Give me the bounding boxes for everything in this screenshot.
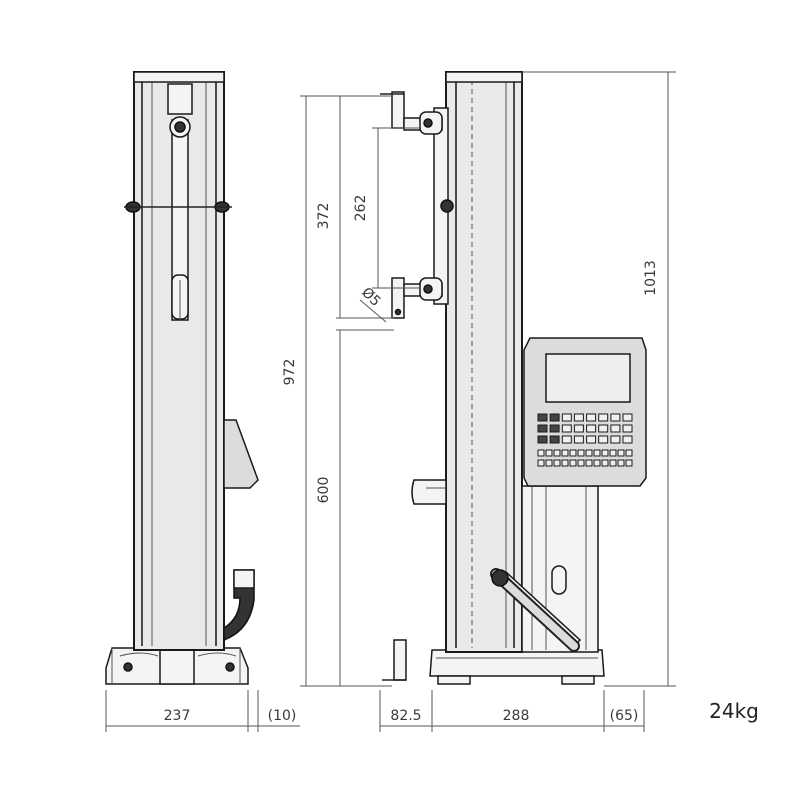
- keypad-key: [601, 449, 609, 457]
- keypad-key: [561, 459, 569, 467]
- keypad-key: [569, 449, 577, 457]
- keypad-key: [573, 424, 584, 433]
- side-shelf: [411, 479, 447, 505]
- dim-total-height: 1013: [643, 260, 659, 296]
- keypad-key: [537, 459, 545, 467]
- upper-probe-arm: [380, 91, 443, 135]
- keypad-key: [553, 449, 561, 457]
- keypad-key: [553, 459, 561, 467]
- keypad-key: [609, 459, 617, 467]
- keypad-key: [561, 435, 572, 444]
- keypad-key: [569, 459, 577, 467]
- keypad-key: [537, 424, 548, 433]
- keypad-key: [537, 449, 545, 457]
- lower-probe-arm: [391, 277, 443, 319]
- front-display-side: [223, 419, 259, 489]
- side-dimensions: 1013 972 372 600 262 Ø5 82.5 288 (65): [282, 71, 676, 732]
- keypad-key: [610, 435, 621, 444]
- keypad-key: [577, 449, 585, 457]
- dim-front-width: 237: [164, 708, 191, 724]
- keypad-key: [598, 413, 609, 422]
- keypad-key: [586, 435, 597, 444]
- keypad-key: [617, 459, 625, 467]
- weight-label: 24kg: [709, 699, 759, 723]
- keypad-key: [585, 459, 593, 467]
- keypad-key: [586, 424, 597, 433]
- dim-travel-range: 972: [282, 359, 298, 386]
- keypad-key: [585, 449, 593, 457]
- keypad-key: [586, 413, 597, 422]
- keypad: [537, 413, 633, 467]
- keypad-key: [601, 459, 609, 467]
- front-dimensions: 237 (10): [105, 690, 300, 732]
- keypad-key: [610, 424, 621, 433]
- keypad-key: [610, 413, 621, 422]
- keypad-key: [625, 459, 633, 467]
- dim-upper-range: 372: [316, 203, 332, 230]
- dim-lower-range: 600: [316, 477, 332, 504]
- side-clamp-knob: [440, 199, 454, 213]
- keypad-key: [593, 459, 601, 467]
- keypad-key: [561, 413, 572, 422]
- keypad-key: [625, 449, 633, 457]
- keypad-key: [545, 459, 553, 467]
- keypad-key: [561, 424, 572, 433]
- keypad-key: [622, 435, 633, 444]
- keypad-key: [549, 413, 560, 422]
- keypad-key: [545, 449, 553, 457]
- side-base: [429, 649, 605, 677]
- keypad-key: [549, 424, 560, 433]
- dim-side-offset: (65): [610, 708, 639, 724]
- keypad-key: [622, 424, 633, 433]
- dim-front-offset: (10): [268, 708, 297, 724]
- keypad-key: [537, 413, 548, 422]
- bottom-probe: [393, 639, 407, 681]
- front-view: [105, 71, 259, 685]
- dim-side-base: 288: [503, 708, 530, 724]
- display-unit: [523, 337, 647, 487]
- keypad-key: [549, 435, 560, 444]
- dim-side-probe: 82.5: [390, 708, 421, 724]
- side-view: [380, 71, 647, 685]
- keypad-key: [537, 435, 548, 444]
- keypad-key: [573, 413, 584, 422]
- keypad-key: [598, 424, 609, 433]
- side-column: [445, 71, 523, 653]
- keypad-key: [561, 449, 569, 457]
- keypad-key: [609, 449, 617, 457]
- keypad-key: [593, 449, 601, 457]
- dim-probe-pitch: 262: [353, 195, 369, 222]
- keypad-key: [598, 435, 609, 444]
- display-screen: [545, 353, 631, 403]
- keypad-key: [577, 459, 585, 467]
- keypad-key: [573, 435, 584, 444]
- keypad-key: [617, 449, 625, 457]
- side-crank-handle: [490, 568, 582, 652]
- keypad-key: [622, 413, 633, 422]
